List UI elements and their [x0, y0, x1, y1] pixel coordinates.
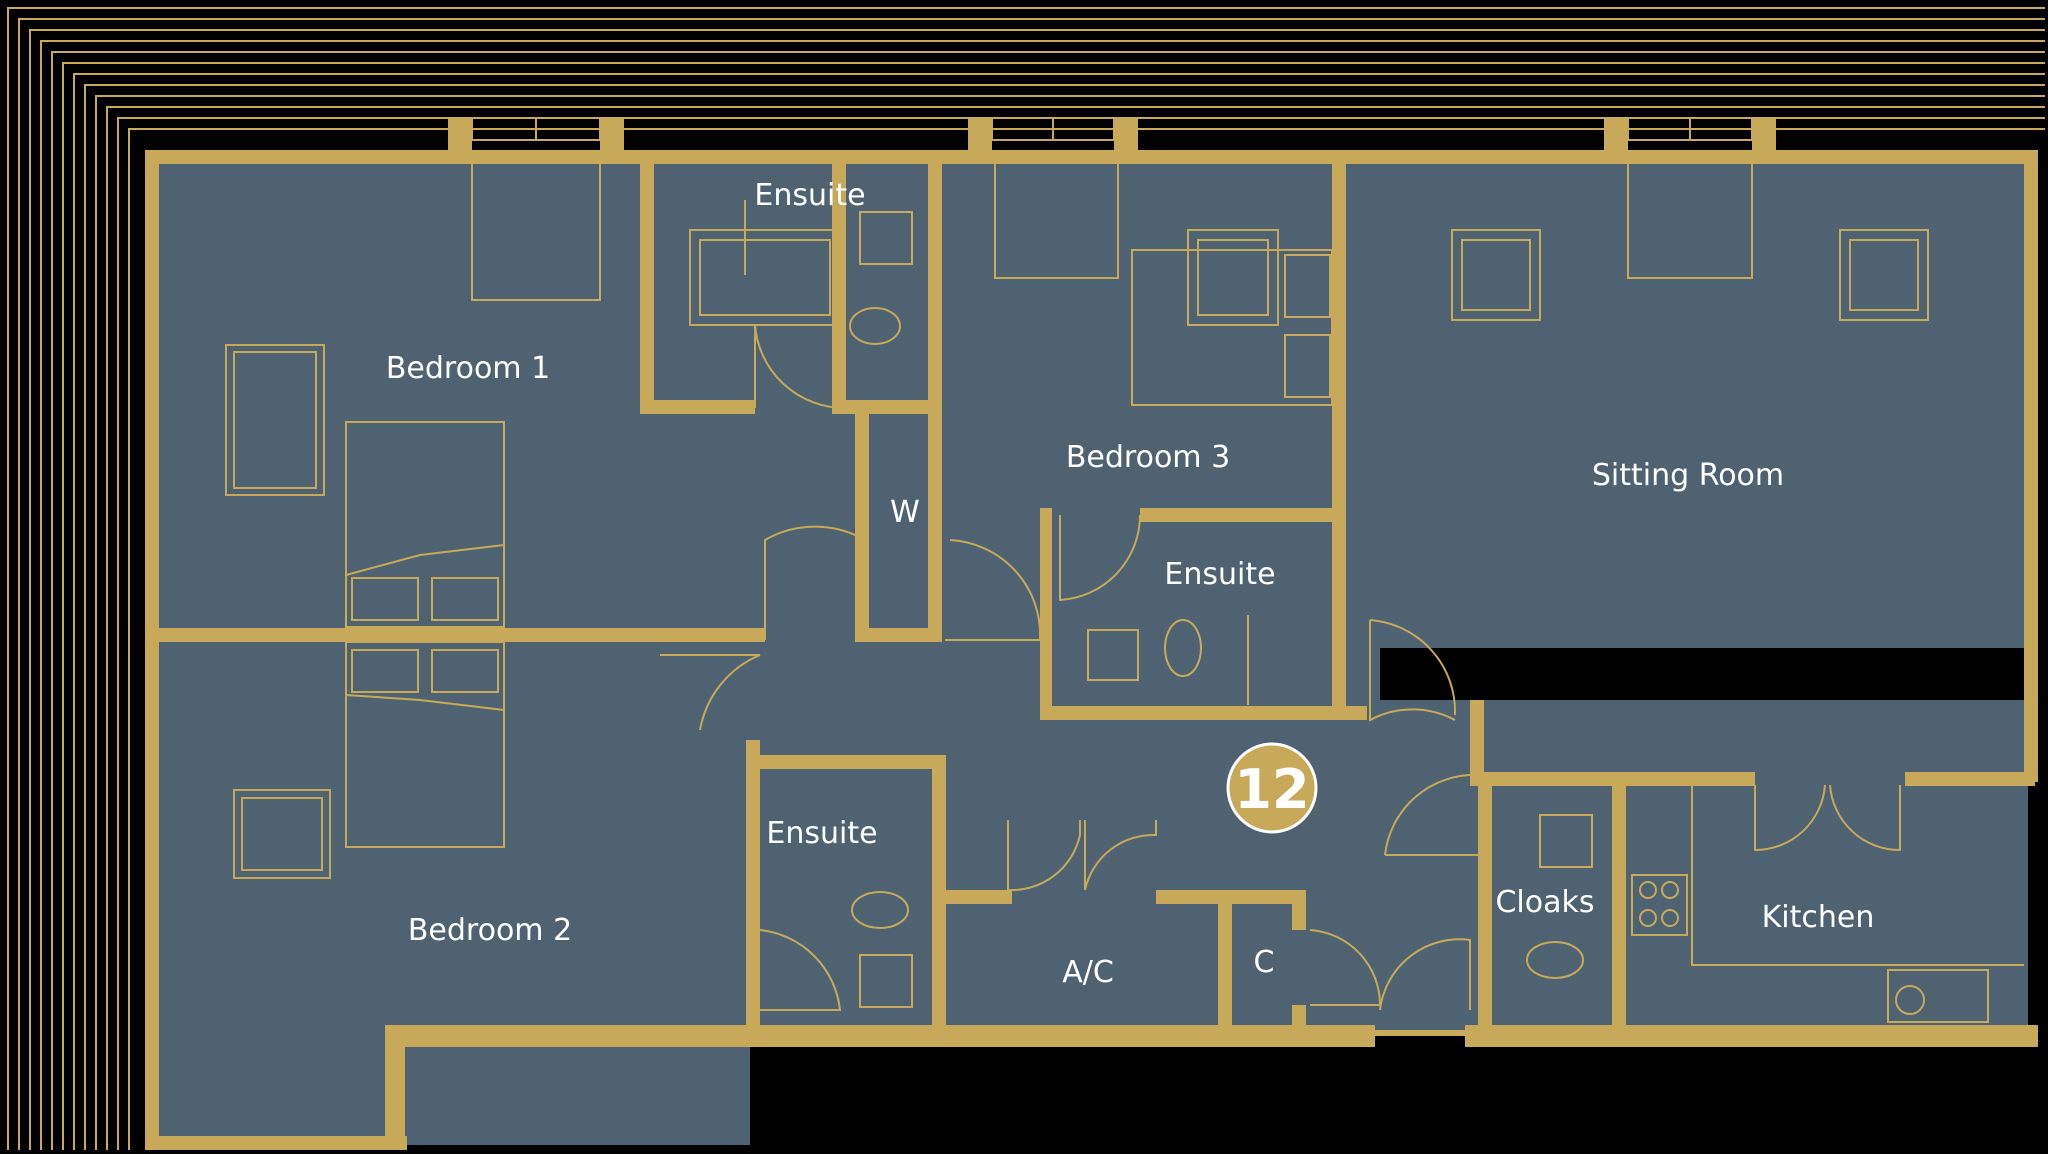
- unit-number: 12: [1234, 758, 1309, 821]
- decking-stripe: [7, 7, 2045, 1150]
- room-label-ac: A/C: [1062, 955, 1114, 990]
- decking-stripe: [106, 106, 2045, 1150]
- room-label-ensuite-2: Ensuite: [766, 816, 877, 851]
- decking-stripe: [95, 95, 2045, 1150]
- decking-stripe: [73, 73, 2045, 1150]
- room-label-kitchen: Kitchen: [1762, 900, 1875, 935]
- room-label-bedroom-2: Bedroom 2: [408, 913, 572, 948]
- doors: [660, 324, 1901, 1011]
- room-label-ensuite-3: Ensuite: [1164, 557, 1275, 592]
- decking-stripe: [51, 51, 2045, 1150]
- room-label-cloaks: Cloaks: [1495, 885, 1594, 920]
- decking-stripe: [128, 128, 2045, 1150]
- decking-stripe: [29, 29, 2045, 1150]
- decking-stripe: [62, 62, 2045, 1150]
- fixtures: [225, 157, 2024, 1023]
- room-label-cupboard: C: [1254, 945, 1275, 980]
- decking-stripe: [40, 40, 2045, 1150]
- unit-number-badge: 12: [1226, 742, 1318, 834]
- room-label-ensuite-1: Ensuite: [754, 178, 865, 213]
- decking-stripe: [84, 84, 2045, 1150]
- room-label-wardrobe: W: [890, 495, 920, 530]
- decking-stripe: [117, 117, 2045, 1150]
- room-label-bedroom-1: Bedroom 1: [386, 351, 550, 386]
- decking-stripe: [18, 18, 2045, 1150]
- room-label-sitting-room: Sitting Room: [1592, 458, 1784, 493]
- room-label-bedroom-3: Bedroom 3: [1066, 440, 1230, 475]
- balcony-decking: [7, 7, 2045, 1150]
- walls: [145, 118, 2038, 1150]
